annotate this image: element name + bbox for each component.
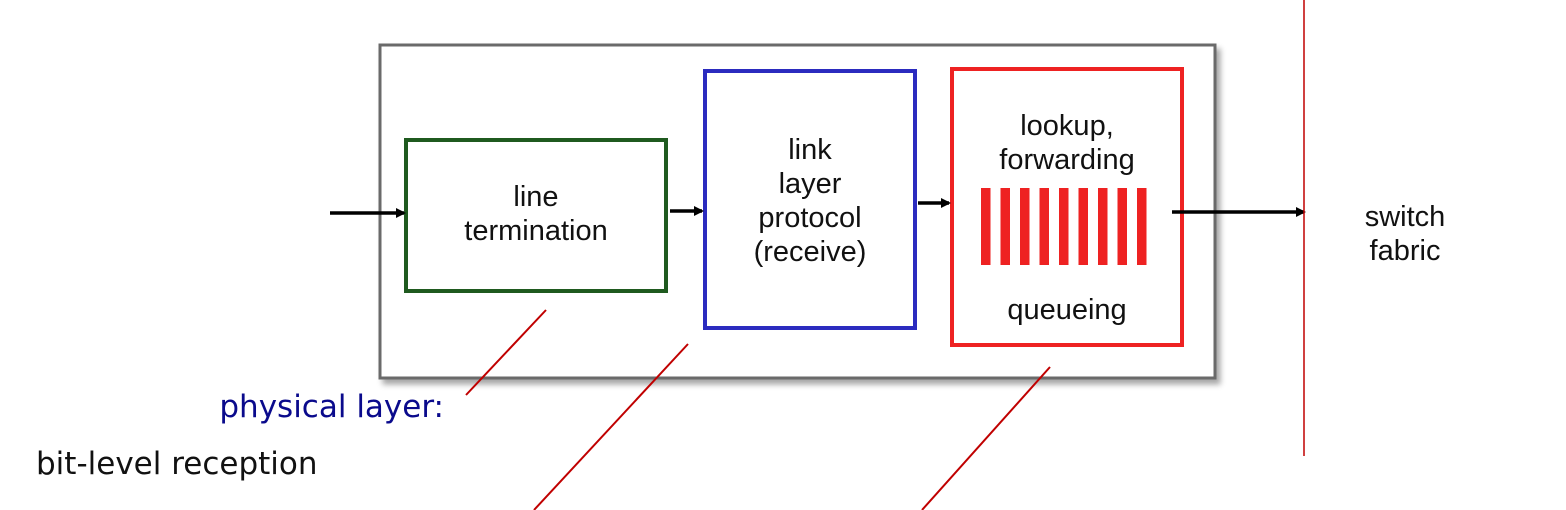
queue-bar <box>1000 188 1010 265</box>
queue-bars <box>981 188 1147 265</box>
switch-fabric-label: switch fabric <box>1364 201 1446 267</box>
leader-line-physical <box>465 309 547 396</box>
link-layer-box <box>703 69 917 330</box>
bit-level-reception-label: bit-level reception <box>36 446 318 482</box>
queue-bar <box>1020 188 1030 265</box>
queue-bar <box>1078 188 1088 265</box>
line-termination-box <box>404 138 668 293</box>
queue-bar <box>1117 188 1127 265</box>
leader-line-link <box>533 343 689 510</box>
queue-bar <box>1039 188 1049 265</box>
lookup-forwarding-label: lookup, forwarding <box>999 110 1135 176</box>
queue-bar <box>1059 188 1069 265</box>
link-layer-label: link layer protocol (receive) <box>753 134 867 268</box>
physical-layer-label: physical layer: <box>219 389 444 425</box>
queue-bar <box>1137 188 1147 265</box>
line-termination-label: line termination <box>464 181 608 247</box>
queue-bar <box>981 188 991 265</box>
leader-line-lookup <box>921 366 1051 510</box>
queue-bar <box>1098 188 1108 265</box>
queueing-label: queueing <box>1007 294 1127 326</box>
